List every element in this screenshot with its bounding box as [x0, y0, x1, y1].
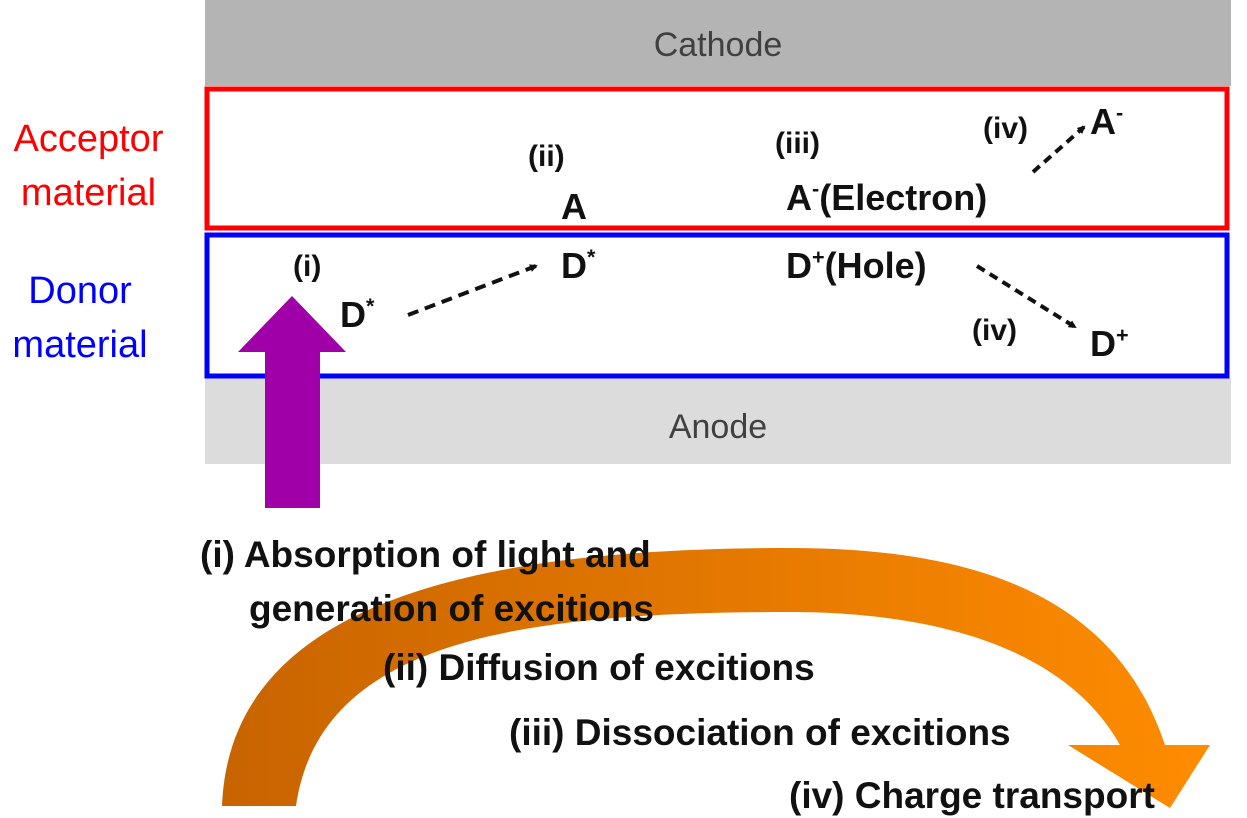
- donor-label-line2: material: [12, 324, 148, 366]
- donor-material-label: Donor material: [0, 264, 160, 372]
- cathode-label: Cathode: [653, 26, 783, 64]
- legend-step-ii: (ii) Diffusion of excitions: [383, 647, 815, 688]
- anode-label: Anode: [668, 408, 768, 446]
- acceptor-label-line1: Acceptor: [13, 118, 164, 160]
- donor-label-line1: Donor: [28, 270, 132, 312]
- diffusion-arrow: [407, 264, 538, 317]
- hole-label: D+(Hole): [786, 244, 927, 286]
- acceptor-label-line2: material: [20, 172, 157, 214]
- step-ii-marker: (ii): [528, 140, 565, 173]
- legend-step-iii: (iii) Dissociation of excitions: [509, 712, 1011, 753]
- acceptor-species: A: [561, 186, 587, 227]
- donor-excited-initial: D*: [340, 293, 375, 335]
- legend-step-iv: (iv) Charge transport: [789, 775, 1155, 816]
- acceptor-box: [204, 86, 1230, 231]
- step-iv-donor-marker: (iv): [972, 314, 1017, 347]
- step-iii-marker: (iii): [775, 127, 820, 160]
- acceptor-material-label: Acceptor material: [0, 112, 177, 220]
- light-arrow: [238, 296, 346, 508]
- step-i-marker: (i): [293, 250, 322, 283]
- hole-transport-arrow: [975, 264, 1077, 329]
- process-arrow: [222, 548, 1210, 808]
- acceptor-anion-final: A-: [1090, 100, 1124, 142]
- legend-step-i-line1: (i) Absorption of light and: [200, 534, 651, 575]
- electron-label: A-(Electron): [786, 176, 988, 218]
- step-iv-acceptor-marker: (iv): [983, 112, 1028, 145]
- electron-transport-arrow: [1031, 125, 1086, 174]
- cathode-layer: [205, 0, 1231, 86]
- anode-layer: [205, 378, 1231, 464]
- legend-step-i-line2: generation of excitions: [249, 588, 655, 629]
- donor-excited-interface: D*: [561, 244, 596, 286]
- donor-cation-final: D+: [1090, 322, 1129, 364]
- donor-box: [204, 232, 1230, 379]
